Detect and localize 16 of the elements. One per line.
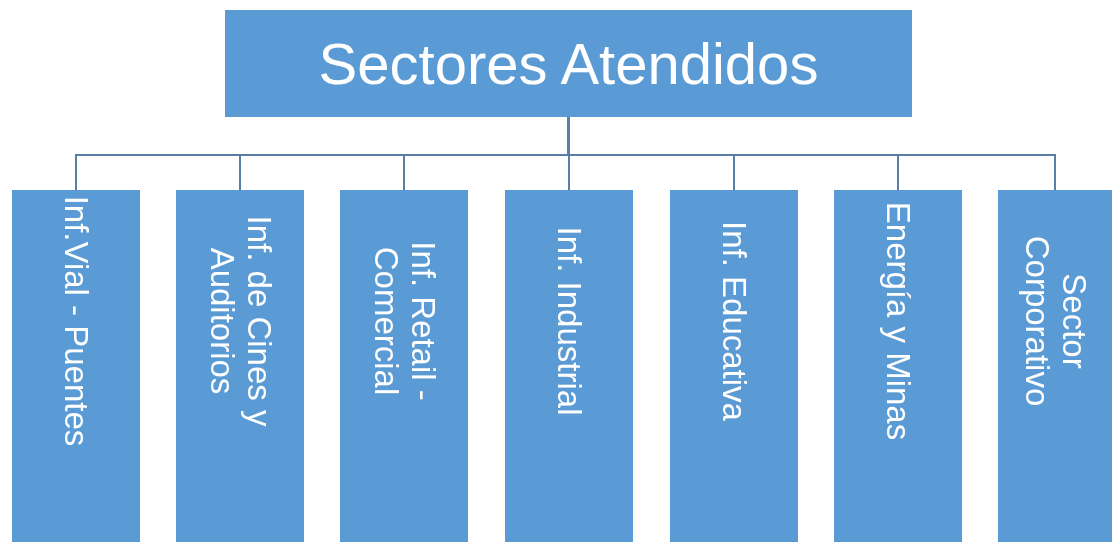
sector-box — [340, 190, 468, 542]
title-box — [225, 10, 912, 117]
sector-box — [670, 190, 798, 542]
sector-label: Energía y Minas — [879, 200, 919, 443]
sector-box — [176, 190, 304, 542]
sector-label: Sector Corporativo — [1018, 234, 1094, 409]
sector-label: Inf. de Cines y Auditorios — [203, 214, 279, 429]
sector-box — [834, 190, 962, 542]
sector-box — [505, 190, 633, 542]
title-text: Sectores Atendidos — [318, 30, 819, 97]
sector-label: Inf. Retail - Comercial — [367, 240, 443, 403]
sector-label: Inf.Vial - Puentes — [57, 194, 97, 449]
sector-label: Inf. Industrial — [550, 225, 590, 418]
sector-box — [998, 190, 1112, 542]
sector-box — [12, 190, 140, 542]
sector-label: Inf. Educativa — [715, 220, 755, 423]
